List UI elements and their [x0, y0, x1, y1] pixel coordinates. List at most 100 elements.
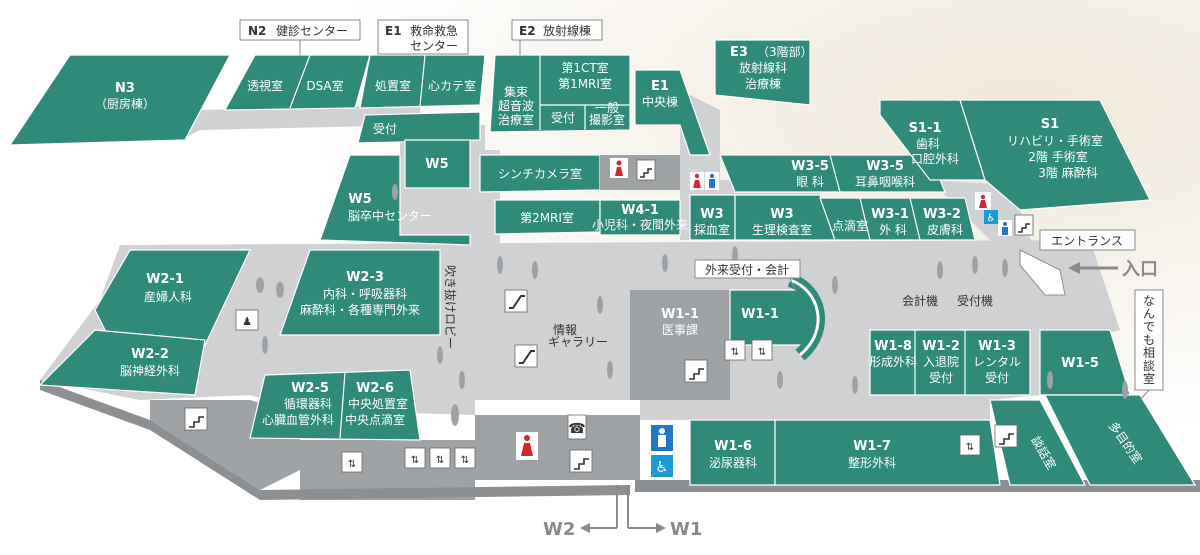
room-danwa[interactable] [989, 399, 1086, 486]
w1-1b-code: W1-1 [741, 307, 779, 322]
room-n3[interactable] [8, 54, 231, 146]
s1-1-name-1: 歯科 [916, 137, 940, 151]
room-tamokuteki[interactable] [1044, 394, 1197, 486]
s1-name-3: 3階 麻酔科 [1038, 165, 1097, 180]
accessible-icon: ♿ [651, 455, 673, 477]
e2-focused-us-2: 超音波 [498, 98, 534, 113]
w2-5-name-2: 心臓血管外科 [262, 412, 334, 427]
room-w4-1[interactable] [599, 199, 681, 236]
drip-label: 点滴室 [832, 218, 868, 233]
restroom-female-icon [975, 192, 991, 210]
svg-text:⇅: ⇅ [436, 455, 444, 466]
n3-code: N3 [115, 81, 135, 96]
room-fluoro-dsa[interactable] [223, 54, 371, 111]
n2-name: 健診センター [276, 23, 348, 38]
e3-name-1: 放射線科 [739, 60, 787, 75]
w2-2-name: 脳神経外科 [120, 364, 180, 378]
elevator-icon: ⇅ [959, 434, 981, 456]
room-s1[interactable] [959, 99, 1151, 211]
escalator-icon [504, 289, 528, 313]
w1-7-name: 整形外科 [848, 455, 896, 470]
w2-1-code: W2-1 [146, 272, 184, 287]
room-e1[interactable] [634, 69, 711, 156]
w4-1-name: 小児科・夜間外来 [592, 217, 688, 232]
treatment-label: 処置室 [375, 78, 411, 93]
room-w2-5-6[interactable] [249, 369, 421, 441]
room-w1-8-2-3[interactable] [869, 329, 1031, 396]
e2-general-1: 一般 [595, 100, 619, 115]
w3-1-code: W3-1 [871, 207, 909, 222]
e2-callout-name: 放射線棟 [543, 23, 591, 38]
w2-3-name-1: 内科・呼吸器科 [323, 287, 407, 301]
w3-2-code: W3-2 [923, 207, 961, 222]
room-e3[interactable] [714, 39, 811, 106]
entrance-door [1019, 249, 1066, 296]
direction-arrows: W2 W1 [543, 485, 702, 540]
n2-code: N2 [248, 24, 266, 38]
w3-phys-name: 生理検査室 [752, 222, 812, 237]
w1-6-name: 泌尿器科 [709, 456, 757, 470]
escalator-icon [514, 344, 538, 368]
callout-e2: E2 放射線棟 [511, 19, 603, 55]
dsa-label: DSA室 [306, 78, 343, 93]
room-w5-small[interactable] [404, 139, 471, 189]
callout-e1: E1 救命救急 センター [377, 19, 469, 55]
payment-machine-label: 会計機 [902, 293, 938, 308]
entry-label: 入口 [1122, 259, 1158, 280]
n3-name: （厨房棟） [95, 96, 155, 111]
floor-labels: 吹き抜けロビー 情報 ギャラリー 会計機 受付機 [443, 265, 993, 349]
e2-focused-us-3: 治療室 [498, 112, 534, 127]
room-w2-2[interactable] [38, 329, 206, 396]
stairs-icon [1014, 214, 1034, 236]
e1-callout-name-1: 救命救急 [410, 23, 458, 38]
w3-blood-name: 採血室 [694, 222, 730, 237]
w2-6-name-1: 中央処置室 [348, 396, 408, 411]
room-e2[interactable] [489, 54, 631, 133]
e2-ct-label: 第1CT室 [561, 60, 608, 75]
w2-5-name-1: 循環器科 [284, 397, 332, 411]
w1-6-code: W1-6 [714, 439, 752, 454]
room-s1-1[interactable] [879, 99, 986, 181]
w1-2-name-1: 入退院 [923, 355, 959, 369]
elevator-icon: ⇅ [429, 447, 451, 469]
w1-5-code: W1-5 [1061, 356, 1099, 371]
e1-callout-code: E1 [385, 24, 402, 38]
info-gallery-2: ギャラリー [548, 335, 608, 349]
w3-5-ent-name: 耳鼻咽喉科 [855, 174, 915, 189]
w1-3-name-2: 受付 [985, 371, 1009, 385]
stairs-icon [994, 424, 1018, 448]
phone-icon: ☎ [567, 414, 587, 440]
w3-5-eye-code: W3-5 [791, 159, 829, 174]
e1-code: E1 [651, 79, 669, 94]
e1-name: 中央棟 [642, 94, 678, 109]
room-w2-3[interactable] [279, 249, 441, 336]
svg-text:♿: ♿ [655, 458, 668, 476]
w3-blood-code: W3 [700, 207, 723, 222]
w2-6-name-2: 中央点滴室 [345, 412, 405, 427]
w2-5-code: W2-5 [291, 381, 329, 396]
w1-3-code: W1-3 [978, 339, 1016, 354]
w2-2-code: W2-2 [131, 347, 169, 362]
stairs-icon [684, 359, 708, 383]
e2-general-2: 撮影室 [589, 112, 625, 127]
atrium-lobby-label: 吹き抜けロビー [443, 265, 457, 349]
room-reception-n[interactable] [357, 111, 481, 144]
e2-mri-label: 第1MRI室 [558, 76, 612, 91]
reception-desk-label: 受付 [373, 122, 397, 136]
e3-name-2: 治療棟 [745, 76, 781, 91]
elevator-icon: ⇅ [724, 339, 746, 361]
s1-name-1: リハビリ・手術室 [1007, 133, 1103, 148]
room-w3-5[interactable] [719, 154, 946, 193]
e2-focused-us-1: 集束 [504, 84, 528, 99]
w1-2-code: W1-2 [922, 339, 960, 354]
room-w3-1-2[interactable] [819, 197, 976, 241]
direction-w2: W2 [543, 519, 575, 540]
w3-phys-code: W3 [770, 207, 793, 222]
reception-label: 外来受付・会計 [705, 262, 789, 277]
consult-label: なんでも相談室 [1143, 294, 1155, 386]
w5-code: W5 [348, 192, 371, 207]
room-w1-7[interactable] [774, 419, 1001, 486]
w1-1a-code: W1-1 [661, 307, 699, 322]
svg-text:☎: ☎ [568, 421, 585, 437]
w3-1-name: 外 科 [879, 223, 907, 237]
